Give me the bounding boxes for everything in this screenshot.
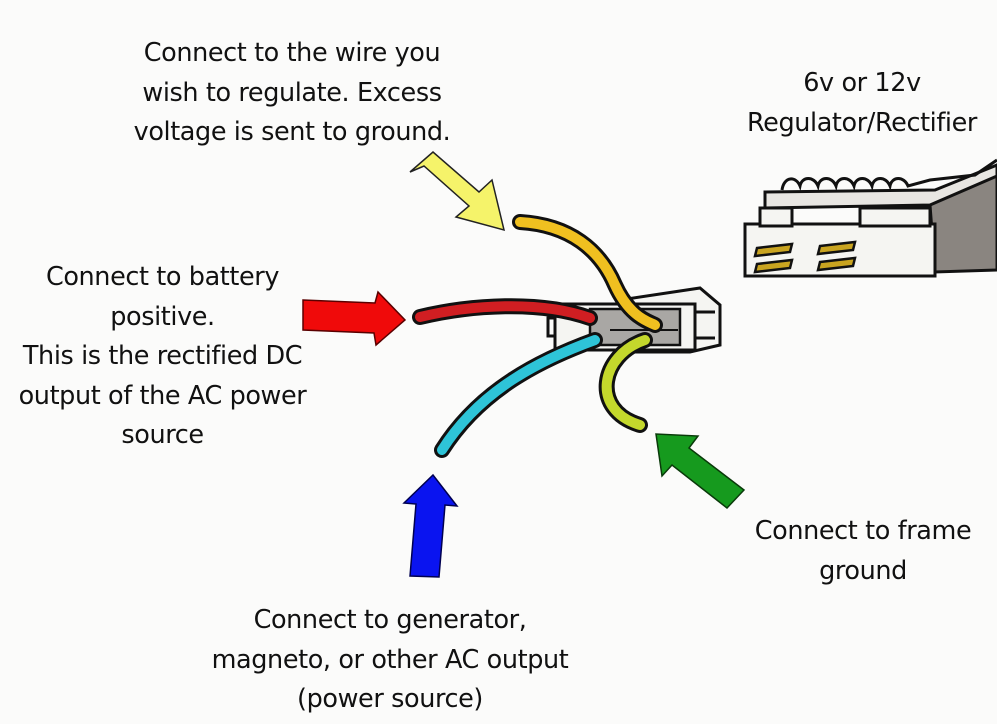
arrow-red (302, 290, 407, 347)
wire-green (598, 332, 653, 433)
label-line: This is the rectified DC (22, 341, 303, 371)
label-line: positive. (110, 301, 215, 332)
label-line: magneto, or other AC output (211, 644, 569, 675)
regulator-terminal-pins (753, 240, 857, 274)
regulator-rectifier-unit (743, 158, 997, 278)
wire-red (412, 298, 598, 326)
label-line: output of the AC power (18, 380, 307, 411)
label-frame-ground: Connect to frame ground (728, 512, 997, 591)
label-line: Connect to battery (45, 262, 280, 292)
label-line: Connect to generator, (253, 605, 527, 635)
arrow-blue (402, 473, 459, 578)
wire-blue (434, 332, 603, 458)
label-regulator: 6v or 12v Regulator/Rectifier (722, 64, 997, 143)
label-battery-positive: Connect to battery positive. This is the… (0, 258, 325, 456)
label-ac-source: Connect to generator, magneto, or other … (185, 601, 595, 720)
arrow-green (655, 433, 746, 510)
label-regulated-wire: Connect to the wire you wish to regulate… (112, 34, 472, 153)
label-line: (power source) (297, 684, 483, 714)
label-line: 6v or 12v (803, 68, 921, 98)
wire-yellow (512, 214, 663, 333)
label-line: Connect to frame (754, 516, 972, 546)
label-line: ground (819, 555, 907, 586)
label-line: Regulator/Rectifier (747, 107, 977, 138)
label-line: voltage is sent to ground. (133, 117, 451, 147)
label-line: source (121, 420, 204, 450)
label-line: Connect to the wire you (143, 38, 441, 68)
label-line: wish to regulate. Excess (142, 77, 442, 108)
arrow-yellow (409, 151, 506, 232)
